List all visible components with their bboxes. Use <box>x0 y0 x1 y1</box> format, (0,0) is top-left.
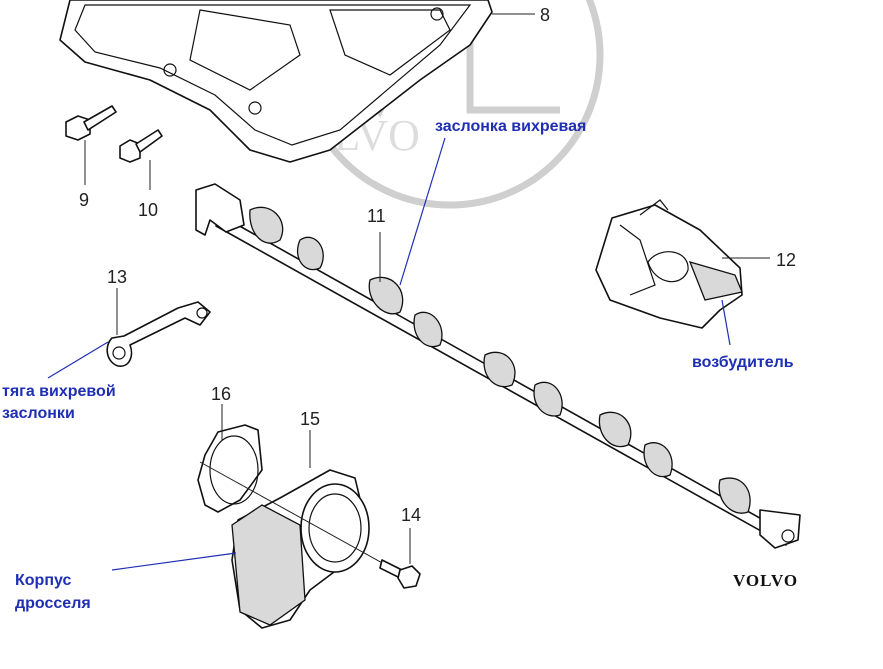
part-13-rod <box>106 288 211 367</box>
label-actuator: возбудитель <box>692 354 794 371</box>
leader-throttle <box>111 552 237 571</box>
leader-swirl-flap <box>399 137 446 286</box>
leader-rod <box>47 341 109 379</box>
part-10-bolt <box>119 129 163 190</box>
callout-8: 8 <box>540 5 550 25</box>
label-rod-line2: заслонки <box>2 405 75 422</box>
label-rod-line1: тяга вихревой <box>2 383 116 400</box>
label-throttle-line1: Корпус <box>15 572 71 589</box>
part-16-gasket <box>197 404 263 513</box>
part-11-swirl-shaft <box>195 183 801 549</box>
callout-10: 10 <box>138 200 158 220</box>
volvo-logo: VOLVO <box>733 571 798 590</box>
callout-14: 14 <box>401 505 421 525</box>
part-15-throttle-body <box>199 430 396 629</box>
part-12-actuator <box>595 199 770 346</box>
callout-15: 15 <box>300 409 320 429</box>
callout-13: 13 <box>107 267 127 287</box>
label-throttle-line2: дросселя <box>15 595 91 612</box>
callout-9: 9 <box>79 190 89 210</box>
label-swirl-flap: заслонка вихревая <box>435 118 586 135</box>
part-14-bolt <box>379 528 421 589</box>
callout-11: 11 <box>367 206 386 226</box>
part-9-bolt <box>65 105 117 185</box>
callout-12: 12 <box>776 250 796 270</box>
part-8-cover <box>59 0 535 163</box>
callout-16: 16 <box>211 384 231 404</box>
